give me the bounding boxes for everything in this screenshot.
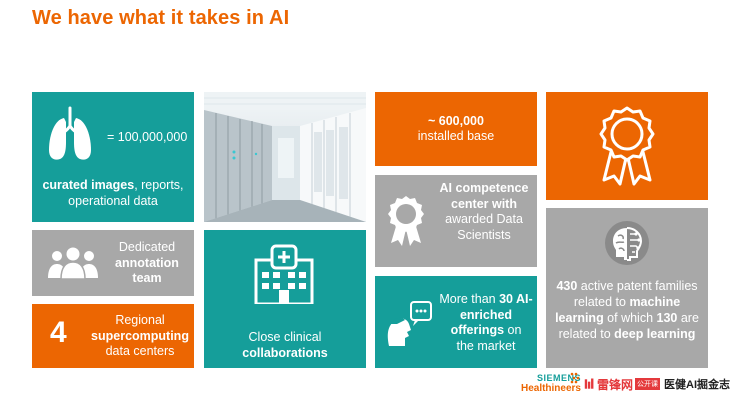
images-caption: curated images, reports, operational dat… [42, 178, 184, 208]
competence-center-tile: AI competence center with awarded Data S… [375, 175, 537, 267]
supercomputing-tile: 4 Regional supercomputing data centers [32, 304, 194, 368]
leiphone-logo: 雷锋网 公开课 [584, 369, 660, 399]
leiphone-badge: 公开课 [635, 378, 660, 390]
leiphone-wordmark: 雷锋网 [596, 377, 633, 392]
patents-caption: 430 active patent families related to ma… [555, 279, 699, 341]
curated-images-tile: = 100,000,000 curated images, reports, o… [32, 92, 194, 222]
healthineers-dots-icon [570, 371, 580, 385]
award-icon-small [387, 195, 425, 247]
siemens-healthineers-logo: SIEMENS Healthineers [503, 369, 581, 399]
brain-circuit-icon [604, 220, 650, 266]
competence-caption: AI competence center with awarded Data S… [439, 181, 529, 242]
siemens-wordmark: SIEMENS [536, 373, 581, 383]
images-count: = 100,000,000 [107, 130, 188, 144]
server-room-image [204, 92, 366, 222]
team-icon [46, 246, 100, 280]
patents-tile: 430 active patent families related to ma… [546, 208, 708, 368]
installed-base-caption: ~ 600,000 installed base [417, 113, 495, 144]
annotation-caption: Dedicated annotation team [115, 240, 179, 285]
offerings-caption: More than 30 AI-enriched offerings on th… [439, 292, 533, 353]
clinical-caption: Close clinical collaborations [242, 330, 328, 360]
jinshu-logo: 医健AI掘金志 [664, 369, 738, 399]
clinical-collaborations-tile: Close clinical collaborations [204, 230, 366, 368]
supercomputing-caption: Regional supercomputing data centers [91, 313, 189, 358]
hospital-icon [252, 244, 316, 304]
ai-offerings-tile: More than 30 AI-enriched offerings on th… [375, 276, 537, 368]
installed-base-tile: ~ 600,000 installed base [375, 92, 537, 166]
lungs-icon [46, 106, 94, 164]
annotation-team-tile: Dedicated annotation team [32, 230, 194, 296]
jinshu-wordmark: 医健AI掘金志 [664, 379, 730, 391]
leiphone-icon [584, 378, 594, 389]
award-icon [596, 106, 658, 186]
healthineers-wordmark: Healthineers [520, 383, 581, 394]
page-title: We have what it takes in AI [32, 7, 290, 29]
supercomputing-number: 4 [50, 316, 67, 349]
award-tile [546, 92, 708, 200]
ai-assistant-icon [383, 298, 435, 348]
